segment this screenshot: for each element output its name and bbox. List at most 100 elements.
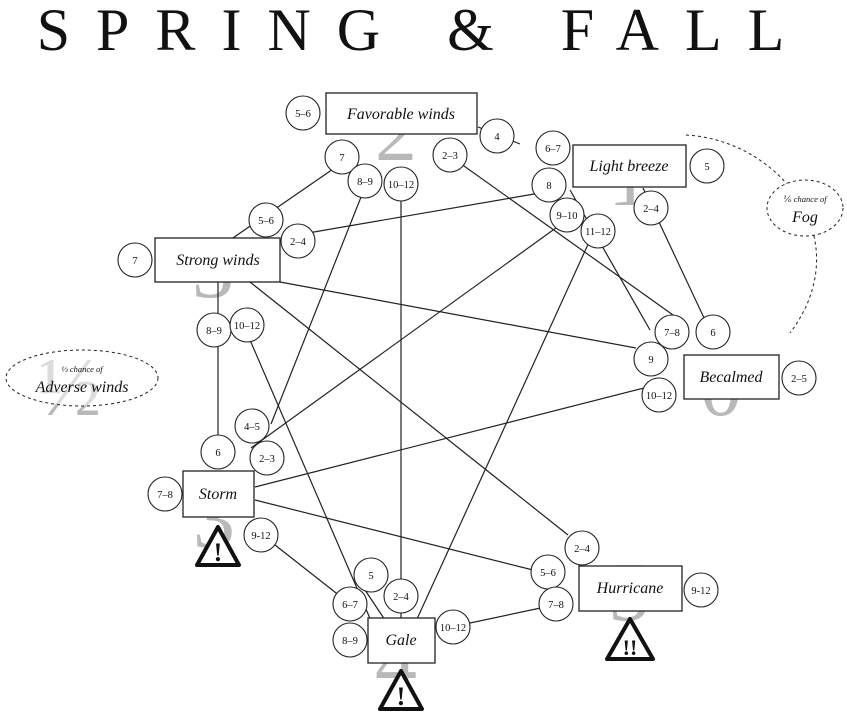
roll-circle-fav-89: 8–9 <box>347 163 383 199</box>
roll-label: 2–3 <box>442 151 458 162</box>
roll-label: 5 <box>368 571 373 582</box>
roll-circle-fav-1012: 10–12 <box>383 166 419 202</box>
roll-label: 5–6 <box>540 568 556 579</box>
fog-chance: ⅙ chance of <box>783 194 828 204</box>
state-label-strong-winds: Strong winds <box>176 252 259 269</box>
line-strong-gale <box>249 339 376 631</box>
roll-label: 9-12 <box>691 586 710 597</box>
state-label-becalmed: Becalmed <box>699 369 763 386</box>
roll-label: 7 <box>339 153 344 164</box>
roll-label: 4–5 <box>244 422 260 433</box>
roll-circle-fav-23: 2–3 <box>432 137 468 173</box>
roll-circle-light-1112: 11–12 <box>580 213 616 249</box>
roll-circle-gale-67: 6–7 <box>332 586 368 622</box>
roll-circle-fav-4: 4 <box>479 118 515 154</box>
roll-label: 9–10 <box>557 211 578 222</box>
diagram-title: SPRING & FALL <box>36 0 811 63</box>
line-storm-gale <box>274 544 346 601</box>
storm-warning-icon: ! <box>195 525 241 567</box>
roll-circle-fav-7: 7 <box>324 139 360 175</box>
roll-label: 8–9 <box>357 177 373 188</box>
state-gale: Gale <box>367 617 436 664</box>
adverse-label: Adverse winds <box>35 379 129 396</box>
roll-circle-fav-self: 5–6 <box>285 95 321 131</box>
fog-link <box>685 134 818 334</box>
state-label-storm: Storm <box>199 486 237 503</box>
state-becalmed: Becalmed <box>683 354 780 400</box>
roll-circle-bec-78: 7–8 <box>654 314 690 350</box>
line-storm-hur <box>254 499 534 571</box>
line-storm-bec <box>254 387 645 488</box>
roll-circle-light-910: 9–10 <box>549 197 585 233</box>
line-fav-bec <box>449 155 681 321</box>
roll-label: 10–12 <box>646 391 672 402</box>
roll-circle-light-24: 2–4 <box>633 190 669 226</box>
state-strong-winds: Strong winds <box>154 237 281 283</box>
line-light-storm <box>250 224 561 449</box>
hurricane-warning-icon: !! <box>605 617 655 661</box>
roll-circle-storm-45: 4–5 <box>234 408 270 444</box>
roll-circle-storm-self: 7–8 <box>147 476 183 512</box>
roll-circle-strong-self: 7 <box>117 242 153 278</box>
roll-label: 7–8 <box>157 490 173 501</box>
roll-label: 7–8 <box>548 600 564 611</box>
roll-circle-light-67: 6–7 <box>535 130 571 166</box>
line-strong-hur <box>249 281 569 536</box>
roll-label: 2–4 <box>574 544 591 555</box>
roll-circle-storm-912: 9-12 <box>243 517 279 553</box>
state-light-breeze: Light breeze <box>572 144 687 188</box>
roll-circle-strong-1012: 10–12 <box>229 307 265 343</box>
roll-circle-bec-9: 9 <box>633 341 669 377</box>
roll-label: 7–8 <box>664 328 680 339</box>
roll-circle-hur-78: 7–8 <box>538 586 574 622</box>
roll-label: 9-12 <box>251 531 270 542</box>
roll-label: 6 <box>710 328 715 339</box>
svg-text:!: ! <box>214 538 223 567</box>
roll-label: 4 <box>494 132 500 143</box>
roll-circle-strong-56: 5–6 <box>248 202 284 238</box>
line-fav-storm <box>270 186 366 425</box>
roll-label: 10–12 <box>440 623 466 634</box>
roll-label: 8 <box>546 181 551 192</box>
roll-label: 2–4 <box>643 204 660 215</box>
roll-label: 7 <box>132 256 137 267</box>
roll-circle-gale-1012: 10–12 <box>435 609 471 645</box>
roll-label: 6 <box>215 448 220 459</box>
roll-circle-strong-89: 8–9 <box>196 312 232 348</box>
roll-circle-light-8: 8 <box>531 167 567 203</box>
roll-circle-hur-self: 9-12 <box>683 572 719 608</box>
state-label-gale: Gale <box>385 632 416 649</box>
line-gale-5 <box>364 589 386 621</box>
roll-label: 9 <box>648 355 653 366</box>
state-storm: Storm <box>182 470 255 518</box>
fog-label: Fog <box>791 209 818 226</box>
transition-lines <box>217 126 706 631</box>
roll-label: 6–7 <box>545 144 561 155</box>
roll-label: 5–6 <box>258 216 274 227</box>
roll-label: 5 <box>704 162 709 173</box>
roll-label: 11–12 <box>585 227 611 238</box>
state-label-favorable: Favorable winds <box>346 106 455 123</box>
roll-circle-bec-1012: 10–12 <box>641 377 677 413</box>
gale-warning-icon: ! <box>378 669 424 711</box>
fog-bubble: ⅙ chance of Fog <box>766 179 844 237</box>
roll-label: 8–9 <box>342 636 358 647</box>
roll-label: 2–4 <box>290 237 307 248</box>
roll-circle-hur-24: 2–4 <box>564 530 600 566</box>
state-label-light-breeze: Light breeze <box>589 158 669 175</box>
roll-circle-storm-23: 2–3 <box>249 440 285 476</box>
roll-circle-bec-6: 6 <box>695 314 731 350</box>
roll-circle-gale-5: 5 <box>353 557 389 593</box>
roll-label: 2–3 <box>259 454 275 465</box>
roll-label: 6–7 <box>342 600 358 611</box>
roll-circle-gale-89: 8–9 <box>332 622 368 658</box>
roll-circle-bec-self: 2–5 <box>781 360 817 396</box>
roll-label: 10–12 <box>388 180 414 191</box>
roll-circle-hur-56: 5–6 <box>530 554 566 590</box>
roll-circle-storm-6: 6 <box>200 434 236 470</box>
svg-text:!: ! <box>397 682 406 711</box>
state-hurricane: Hurricane <box>578 565 683 612</box>
